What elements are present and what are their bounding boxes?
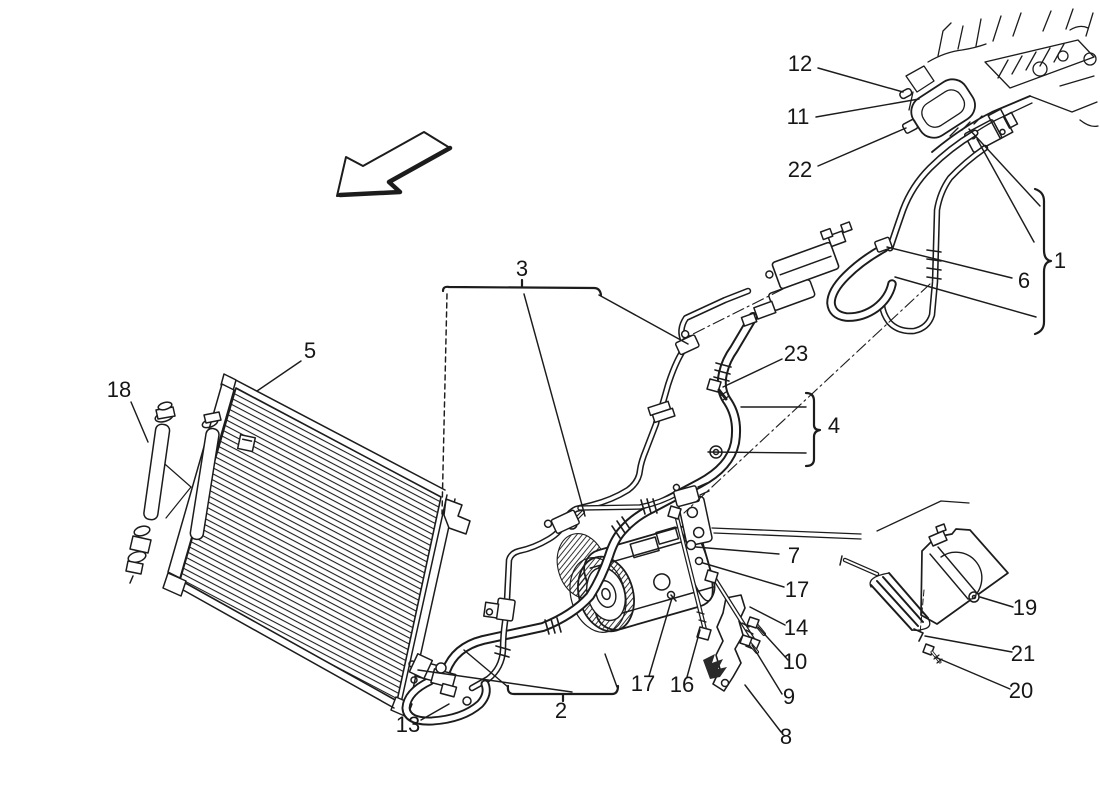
part-callout-4: 4	[827, 413, 841, 438]
part-callout-7: 7	[787, 543, 801, 568]
firewall-connector	[964, 108, 1019, 153]
part-callout-5: 5	[303, 338, 317, 363]
refrigerant-pipes	[401, 129, 989, 726]
part-callout-18: 18	[106, 377, 132, 402]
part-callout-12: 12	[787, 51, 813, 76]
pipe-valve-assembly	[740, 221, 893, 327]
part-callout-17a: 17	[630, 671, 656, 696]
bolt-12	[899, 87, 913, 100]
phantom-lines	[682, 283, 931, 514]
part-callout-10: 10	[782, 649, 808, 674]
front-direction-arrow-icon	[336, 131, 453, 198]
part-callout-1: 1	[1053, 248, 1067, 273]
part-callout-2: 2	[554, 698, 568, 723]
part-callout-11: 11	[786, 104, 810, 129]
leader-lines	[130, 67, 1041, 733]
part-callout-6: 6	[1017, 268, 1031, 293]
part-callout-9: 9	[782, 684, 796, 709]
part-callout-17b: 17	[784, 577, 810, 602]
compressor-mounting-hardware	[667, 505, 766, 692]
part-callout-3: 3	[515, 256, 529, 281]
pipe-clamps	[483, 329, 730, 622]
part-callout-19: 19	[1012, 595, 1038, 620]
condenser-outlet-fittings	[408, 652, 472, 706]
engine-bay-sketch	[905, 8, 1099, 159]
cover-shield-group	[711, 500, 1009, 664]
part-callout-8: 8	[779, 724, 793, 749]
part-callout-22: 22	[787, 157, 813, 182]
spacer-22	[901, 118, 919, 134]
part-callout-16: 16	[669, 672, 695, 697]
condenser-side-tube	[157, 411, 257, 541]
group-brackets	[441, 187, 1053, 703]
receiver-drier	[125, 401, 176, 584]
part-callout-21: 21	[1010, 641, 1036, 666]
compressor	[556, 495, 716, 633]
part-callout-20: 20	[1008, 678, 1034, 703]
part-callout-14: 14	[783, 615, 809, 640]
part-callout-23: 23	[783, 341, 809, 366]
part-callout-13: 13	[395, 712, 421, 737]
